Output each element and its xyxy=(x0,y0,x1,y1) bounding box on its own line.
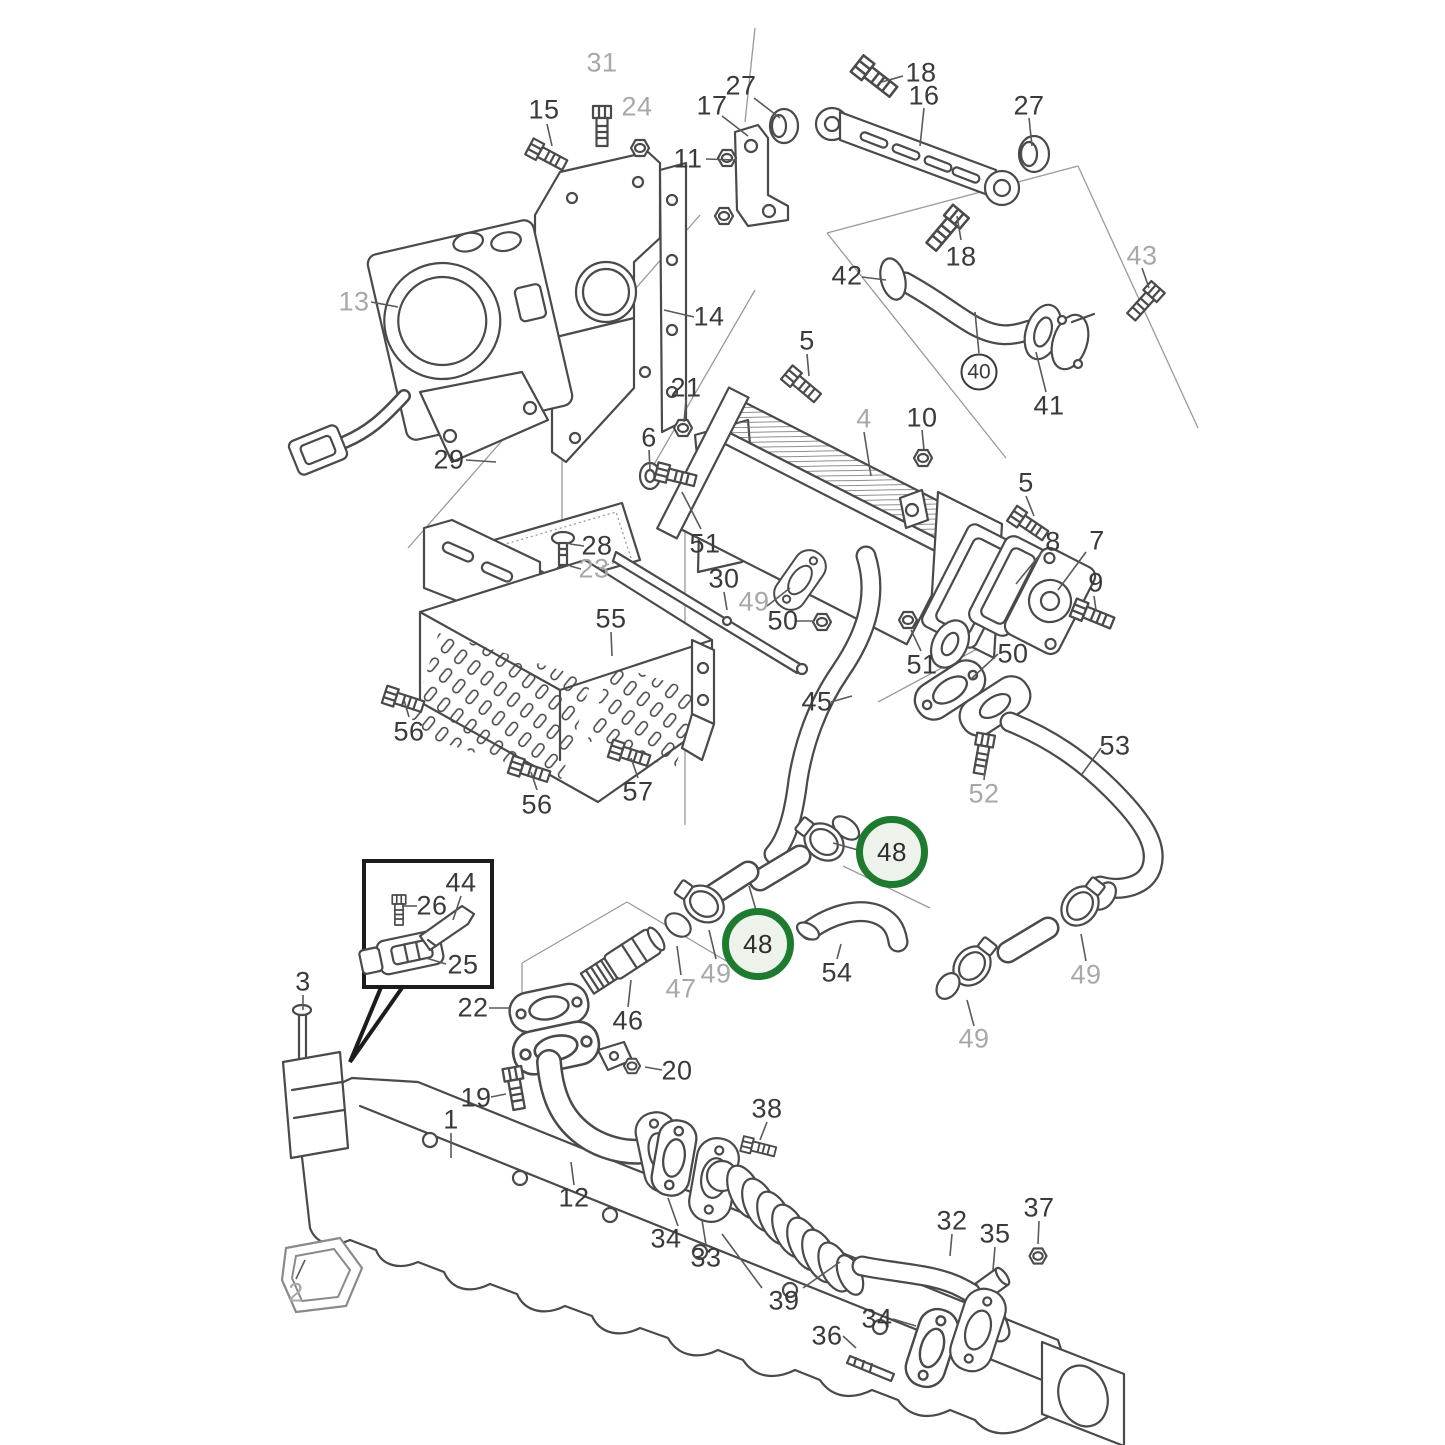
callout-26: 26 xyxy=(416,890,448,921)
gasket-8 xyxy=(968,535,1048,637)
callout-19: 19 xyxy=(460,1082,492,1113)
callout-23: 23 xyxy=(578,553,610,584)
callout-46: 46 xyxy=(612,1005,644,1036)
union-46 xyxy=(579,926,666,995)
callout-39: 39 xyxy=(768,1285,800,1316)
callout-47: 47 xyxy=(665,973,697,1004)
callout-9: 9 xyxy=(1088,567,1104,598)
pipe-41-group xyxy=(879,257,1166,371)
callout-45: 45 xyxy=(801,686,833,717)
callout-52: 52 xyxy=(968,778,1000,809)
callout-42: 42 xyxy=(831,260,863,291)
sealant-tube-44 xyxy=(418,904,476,952)
callout-49: 49 xyxy=(700,958,732,989)
callout-5: 5 xyxy=(799,325,815,356)
callout-30: 30 xyxy=(708,563,740,594)
callout-16: 16 xyxy=(908,80,940,111)
callout-56: 56 xyxy=(393,716,425,747)
callout-33: 33 xyxy=(690,1242,722,1273)
callout-27: 27 xyxy=(725,70,757,101)
callout-21: 21 xyxy=(670,372,702,403)
callout-35: 35 xyxy=(979,1218,1011,1249)
callout-56: 56 xyxy=(521,789,553,820)
egr-valve-7 xyxy=(1003,546,1097,656)
callout-50: 50 xyxy=(767,605,799,636)
intake-manifold-1 xyxy=(280,1003,1126,1445)
inset-box xyxy=(348,859,494,1064)
callout-55: 55 xyxy=(595,603,627,634)
callout-54: 54 xyxy=(821,957,853,988)
callout-34: 34 xyxy=(650,1223,682,1254)
callout-18: 18 xyxy=(905,57,937,88)
callout-51: 51 xyxy=(689,528,721,559)
egr-cooler-4 xyxy=(550,364,1117,669)
rod-30 xyxy=(611,550,809,676)
pipe-45 xyxy=(763,545,882,865)
callout-20: 20 xyxy=(661,1055,693,1086)
callout-25: 25 xyxy=(447,949,479,980)
callout-53: 53 xyxy=(1099,730,1131,761)
callout-43: 43 xyxy=(1126,240,1158,271)
callout-17: 17 xyxy=(696,90,728,121)
callout-50: 50 xyxy=(997,638,1029,669)
callout-51: 51 xyxy=(906,649,938,680)
callout-8: 8 xyxy=(1045,526,1061,557)
callout-3: 3 xyxy=(295,966,311,997)
callout-57: 57 xyxy=(622,776,654,807)
shield-55 xyxy=(380,518,716,804)
callout-27: 27 xyxy=(1013,90,1045,121)
callout-6: 6 xyxy=(641,422,657,453)
callout-32: 32 xyxy=(936,1205,968,1236)
egr-actuator-13 xyxy=(287,219,574,476)
callout-15: 15 xyxy=(528,94,560,125)
callout-34: 34 xyxy=(861,1303,893,1334)
callout-10: 10 xyxy=(906,402,938,433)
gasket-2 xyxy=(280,1236,364,1314)
callout-48-highlighted[interactable]: 48 xyxy=(856,816,928,888)
callout-1: 1 xyxy=(443,1104,459,1135)
callout-4: 4 xyxy=(856,403,872,434)
callout-37: 37 xyxy=(1023,1192,1055,1223)
pipe-32-group xyxy=(845,1247,1048,1393)
leader-lines xyxy=(295,75,1150,1349)
callout-49: 49 xyxy=(1070,959,1102,990)
callout-41: 41 xyxy=(1033,390,1065,421)
callout-12: 12 xyxy=(558,1182,590,1213)
callout-2: 2 xyxy=(288,1277,304,1308)
callout-31: 31 xyxy=(586,47,618,78)
callout-28: 28 xyxy=(581,530,613,561)
stud-36 xyxy=(845,1354,896,1383)
callout-22: 22 xyxy=(457,992,489,1023)
callout-48-highlighted[interactable]: 48 xyxy=(722,908,794,980)
elbow-54 xyxy=(795,921,821,941)
callout-29: 29 xyxy=(433,444,465,475)
callout-44: 44 xyxy=(445,867,477,898)
callout-49: 49 xyxy=(738,586,770,617)
callout-24: 24 xyxy=(621,91,653,122)
callout-13: 13 xyxy=(338,286,370,317)
callout-11: 11 xyxy=(673,143,703,174)
callout-14: 14 xyxy=(693,301,725,332)
hose-chain-48 xyxy=(579,808,909,995)
pipe-53-group xyxy=(906,652,1164,1000)
callout-36: 36 xyxy=(811,1320,843,1351)
oring-47 xyxy=(664,912,692,938)
link-16-assembly xyxy=(713,54,1051,255)
callout-38: 38 xyxy=(751,1093,783,1124)
callout-49: 49 xyxy=(958,1023,990,1054)
callout-5: 5 xyxy=(1018,467,1034,498)
callout-18: 18 xyxy=(945,241,977,272)
callout-40: 40 xyxy=(960,353,998,391)
callout-7: 7 xyxy=(1089,525,1105,556)
